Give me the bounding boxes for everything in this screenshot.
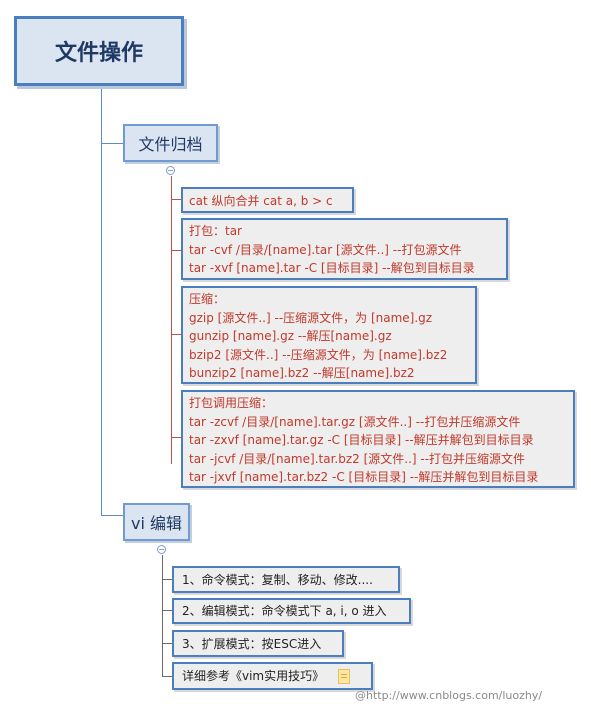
leaf-tar[interactable]: 打包：tar tar -cvf /目录/[name].tar [源文件..] -…: [181, 218, 508, 280]
leaf-reference[interactable]: 详细参考《vim实用技巧》: [172, 662, 373, 690]
connector-archive: [101, 143, 123, 144]
connector-archive-1: [171, 199, 181, 200]
leaf-command-mode[interactable]: 1、命令模式：复制、移动、修改....: [172, 566, 400, 593]
leaf-line: tar -cvf /目录/[name].tar [源文件..] --打包源文件: [189, 242, 462, 257]
root-connector: [101, 89, 102, 515]
leaf-line: gunzip [name].gz --解压[name].gz: [189, 329, 392, 343]
leaf-ext-mode[interactable]: 3、扩展模式：按ESC进入: [172, 630, 344, 657]
leaf-label: 1、命令模式：复制、移动、修改....: [182, 572, 373, 587]
leaf-line: tar -jcvf /目录/[name].tar.bz2 [源文件..] --打…: [189, 451, 526, 466]
leaf-line: 打包调用压缩：: [189, 396, 274, 410]
topic-vi[interactable]: vi 编辑: [123, 503, 190, 541]
leaf-line: tar -zxvf [name].tar.gz -C [目标目录] --解压并解…: [189, 433, 534, 447]
leaf-line: cat 纵向合并 cat a, b > c: [189, 194, 333, 208]
leaf-line: 压缩：: [189, 292, 226, 306]
connector-archive-4: [171, 437, 181, 438]
root-topic[interactable]: 文件操作: [14, 16, 184, 86]
connector-vi: [101, 515, 123, 516]
leaf-label: 2、编辑模式：命令模式下 a, i, o 进入: [182, 604, 387, 618]
collapse-toggle-icon[interactable]: −: [166, 166, 175, 175]
leaf-line: tar -jxvf [name].tar.bz2 -C [目标目录] --解压并…: [189, 470, 539, 484]
connector-vi-3: [162, 643, 172, 644]
leaf-line: tar -xvf [name].tar -C [目标目录] --解包到目标目录: [189, 261, 475, 275]
watermark: @http://www.cnblogs.com/luozhy/: [355, 689, 543, 702]
leaf-label: 详细参考《vim实用技巧》: [182, 669, 325, 683]
archive-children-connector: [171, 176, 172, 464]
leaf-edit-mode[interactable]: 2、编辑模式：命令模式下 a, i, o 进入: [172, 598, 411, 624]
leaf-line: gzip [源文件..] --压缩源文件，为 [name].gz: [189, 310, 433, 325]
leaf-label: 3、扩展模式：按ESC进入: [182, 636, 322, 651]
leaf-line: 打包：tar: [189, 224, 242, 238]
note-icon[interactable]: [338, 668, 351, 684]
leaf-line: bunzip2 [name].bz2 --解压[name].bz2: [189, 366, 415, 380]
leaf-line: bzip2 [源文件..] --压缩源文件，为 [name].bz2: [189, 347, 448, 362]
leaf-line: tar -zcvf /目录/[name].tar.gz [源文件..] --打包…: [189, 414, 521, 429]
connector-vi-1: [162, 579, 172, 580]
connector-vi-4: [162, 676, 172, 677]
connector-archive-3: [171, 334, 181, 335]
leaf-cat[interactable]: cat 纵向合并 cat a, b > c: [181, 187, 354, 213]
leaf-tar-compress[interactable]: 打包调用压缩： tar -zcvf /目录/[name].tar.gz [源文件…: [181, 390, 575, 488]
collapse-toggle-icon[interactable]: −: [157, 545, 166, 554]
connector-archive-2: [171, 250, 181, 251]
connector-vi-2: [162, 610, 172, 611]
topic-archive[interactable]: 文件归档: [123, 124, 218, 162]
leaf-compress[interactable]: 压缩： gzip [源文件..] --压缩源文件，为 [name].gz gun…: [181, 286, 477, 384]
vi-children-connector: [162, 555, 163, 677]
